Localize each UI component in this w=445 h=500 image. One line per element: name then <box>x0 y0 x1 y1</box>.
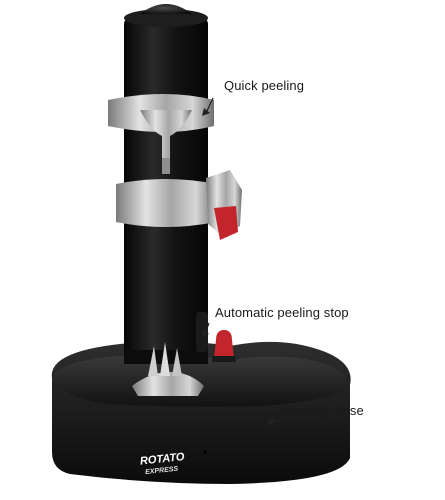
arrow-icon <box>205 97 214 114</box>
rotato-express-logo: ROTATO EXPRESS <box>139 451 185 476</box>
quick-peeling-blade <box>108 94 214 174</box>
potato-holder-spikes <box>132 342 204 396</box>
svg-text:EXPRESS: EXPRESS <box>145 466 179 476</box>
non-slip-base <box>51 341 351 484</box>
release-lever <box>214 206 238 240</box>
svg-text:ROTATO: ROTATO <box>139 451 185 468</box>
callout-pointers <box>202 97 283 426</box>
callout-quick-peeling: Quick peeling <box>224 78 305 93</box>
top-cap <box>140 4 192 14</box>
callout-automatic-peeling-stop: Automatic peeling stop <box>215 305 349 320</box>
arrow-icon <box>202 108 210 116</box>
callout-non-slip-base: Non-slip base <box>283 403 364 418</box>
peeling-arm <box>116 170 242 240</box>
automatic-peeling-stop <box>196 312 236 362</box>
screw-icon <box>203 450 207 454</box>
